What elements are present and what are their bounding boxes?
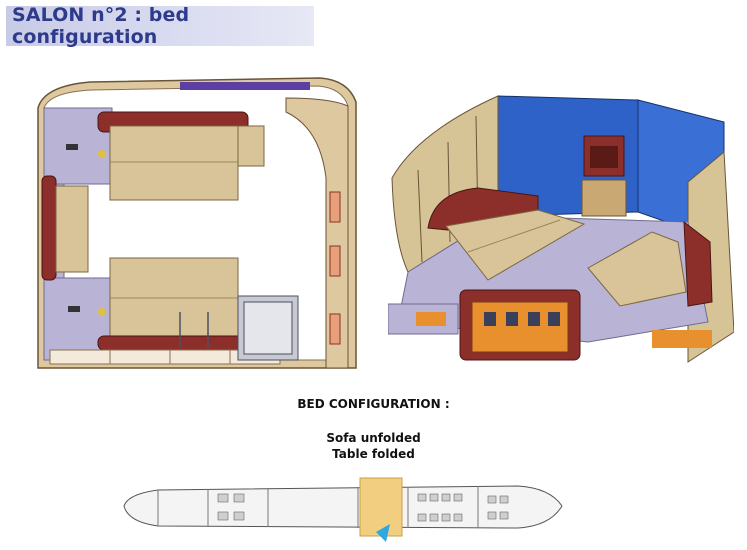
config-line-table: Table folded xyxy=(332,447,415,461)
config-line-sofa: Sofa unfolded xyxy=(326,431,421,445)
section-heading: BED CONFIGURATION : xyxy=(297,397,450,411)
perspective-salon-drawing xyxy=(388,92,734,372)
title-band: SALON n°2 : bed configuration xyxy=(6,4,314,48)
location-arrow-icon xyxy=(376,524,390,542)
aircraft-cabin-plan xyxy=(123,477,563,542)
page-title: SALON n°2 : bed configuration xyxy=(12,4,190,48)
top-view-salon-drawing xyxy=(30,68,366,373)
